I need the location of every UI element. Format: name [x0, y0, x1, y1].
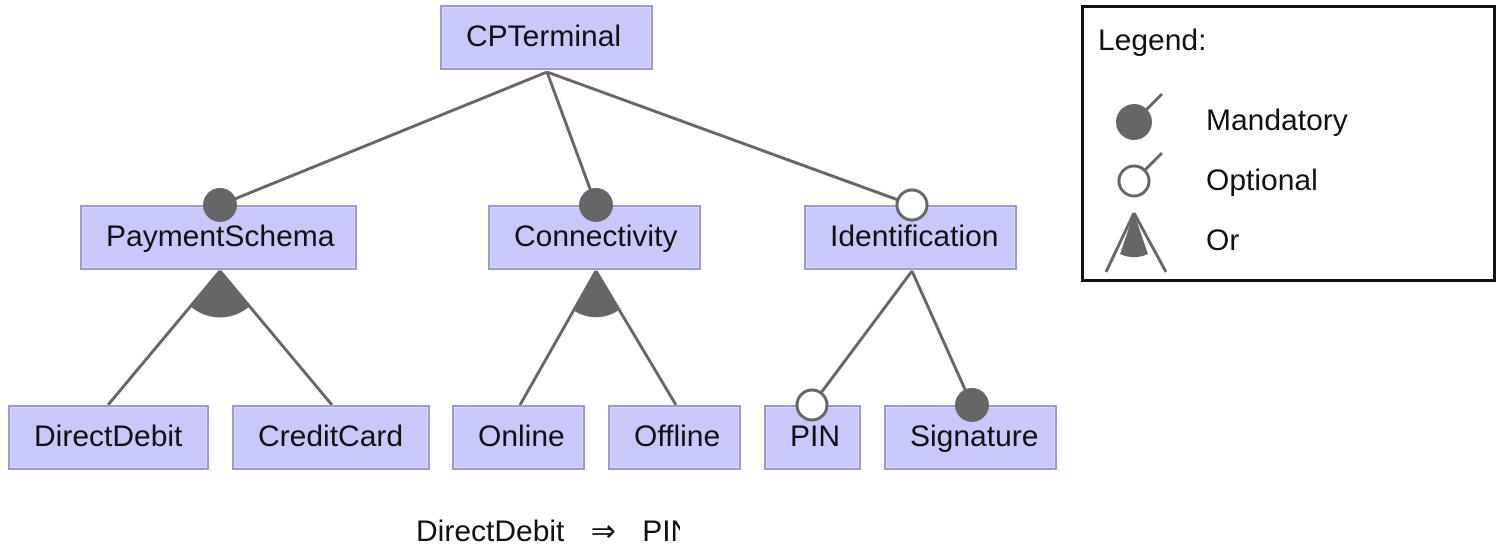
edge-paymentschema-directdebit	[106, 270, 222, 406]
mandatory-legend-icon	[1116, 104, 1152, 140]
optional-marker-pin	[795, 388, 829, 422]
mandatory-marker-connectivity	[579, 188, 613, 222]
or-group-arc-connectivity	[573, 271, 619, 318]
or-legend-left-edge	[1104, 212, 1136, 273]
feature-directdebit: DirectDebit	[8, 405, 209, 470]
feature-identification: Identification	[804, 205, 1017, 270]
feature-creditcard: CreditCard	[232, 405, 430, 470]
edge-connectivity-online	[518, 270, 598, 406]
legend-mandatory-label: Mandatory	[1206, 104, 1348, 137]
or-group-arc-paymentschema	[190, 271, 250, 318]
diagram-edges	[106, 70, 974, 406]
edge-root-connectivity	[545, 71, 598, 206]
edge-root-identification	[546, 70, 913, 207]
or-legend-right-edge	[1132, 212, 1168, 273]
legend-or-label: Or	[1206, 224, 1240, 257]
legend-title: Legend:	[1098, 24, 1207, 57]
edge-identification-signature	[910, 270, 974, 406]
or-legend-icon	[1120, 213, 1148, 258]
legend-box: Legend: Mandatory Optional Or	[1081, 5, 1496, 282]
feature-cpterminal: CPTerminal	[440, 5, 653, 70]
relationship-markers	[203, 188, 989, 422]
constraint-right-feature: PIN	[642, 515, 680, 548]
edge-root-paymentschema	[219, 70, 548, 207]
mandatory-marker-signature	[955, 388, 989, 422]
feature-pin: PIN	[764, 405, 861, 470]
cross-tree-constraint: DirectDebit ⇒ PIN	[416, 514, 680, 549]
mandatory-marker-paymentschema	[203, 188, 237, 222]
implies-symbol: ⇒	[590, 515, 616, 548]
legend-icons	[1104, 92, 1168, 273]
legend-optional-label: Optional	[1206, 164, 1318, 197]
feature-online: Online	[452, 405, 585, 470]
edge-identification-pin	[810, 270, 914, 406]
optional-marker-identification	[895, 188, 929, 222]
edge-connectivity-offline	[594, 270, 678, 406]
constraint-left-feature: DirectDebit	[416, 515, 565, 548]
feature-offline: Offline	[608, 405, 741, 470]
edge-paymentschema-creditcard	[218, 270, 334, 406]
optional-legend-icon	[1117, 164, 1151, 198]
